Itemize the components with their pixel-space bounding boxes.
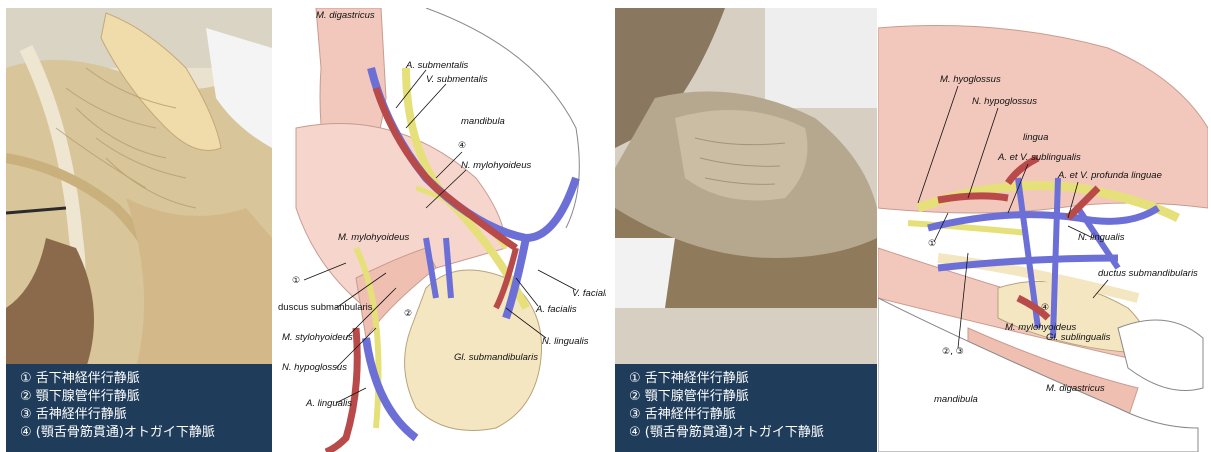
label-circle-23: ② — [404, 309, 412, 319]
label-n-mylohyoideus: N. mylohyoideus — [461, 160, 531, 171]
hyoid-bone — [1118, 320, 1203, 391]
label-mandibula: mandibula — [461, 116, 505, 127]
legend-item-4: ④ (顎舌骨筋貫通)オトガイ下静脈 — [629, 424, 877, 442]
left-legend: ① 舌下神経伴行静脈 ② 顎下腺管伴行静脈 ③ 舌神経伴行静脈 ④ (顎舌骨筋貫… — [6, 364, 272, 452]
label-gl-sublingualis: Gl. sublingualis — [1046, 332, 1111, 343]
label-m-hyoglossus: M. hyoglossus — [940, 74, 1001, 85]
label-n-hypoglossus: N. hypoglossus — [282, 362, 347, 373]
hypoglossal-nerve — [908, 223, 1028, 233]
label-gl-submandibularis: Gl. submandibularis — [454, 352, 538, 363]
legend-item-2: ② 顎下腺管伴行静脈 — [629, 388, 877, 406]
label-n-hypoglossus: N. hypoglossus — [972, 96, 1037, 107]
label-circle-4: ④ — [458, 141, 466, 151]
label-n-lingualis: N. lingualis — [542, 336, 589, 347]
label-v-facialis: V. facialis — [572, 288, 606, 299]
left-dissection-photo: ① 舌下神経伴行静脈 ② 顎下腺管伴行静脈 ③ 舌神経伴行静脈 ④ (顎舌骨筋貫… — [6, 8, 272, 452]
legend-item-3: ③ 舌神経伴行静脈 — [629, 406, 877, 424]
right-diagram-svg: M. hyoglossus N. hypoglossus lingua A. e… — [878, 8, 1208, 452]
label-duscus: duscus submanbularis — [278, 302, 373, 313]
label-m-stylohyoideus: M. stylohyoideus — [282, 332, 353, 343]
label-mandibula: mandibula — [934, 394, 978, 405]
left-diagram-svg: M. digastricus A. submentalis V. subment… — [276, 8, 606, 452]
label-a-facialis: A. facialis — [535, 304, 577, 315]
label-v-submentalis: V. submentalis — [426, 74, 488, 85]
label-m-digastricus: M. digastricus — [316, 10, 375, 21]
legend-item-2: ② 顎下腺管伴行静脈 — [20, 388, 272, 406]
right-legend: ① 舌下神経伴行静脈 ② 顎下腺管伴行静脈 ③ 舌神経伴行静脈 ④ (顎舌骨筋貫… — [615, 364, 877, 452]
legend-item-1: ① 舌下神経伴行静脈 — [20, 370, 272, 388]
legend-item-1: ① 舌下神経伴行静脈 — [629, 370, 877, 388]
label-lingua: lingua — [1023, 132, 1048, 143]
label-circle-23: ②, ③ — [942, 347, 964, 357]
label-a-lingualis: A. lingualis — [305, 398, 352, 409]
label-a-v-profunda: A. et V. profunda linguae — [1057, 170, 1162, 181]
legend-item-4: ④ (顎舌骨筋貫通)オトガイ下静脈 — [20, 424, 272, 442]
legend-item-3: ③ 舌神経伴行静脈 — [20, 406, 272, 424]
label-a-submentalis: A. submentalis — [405, 60, 469, 71]
lingual-artery — [326, 328, 357, 452]
label-n-lingualis: N. lingualis — [1078, 232, 1125, 243]
label-ductus: ductus submandibularis — [1098, 268, 1198, 279]
label-a-v-sublingualis: A. et V. sublingualis — [997, 152, 1081, 163]
sublingual-artery — [938, 196, 1008, 200]
right-anatomy-diagram: M. hyoglossus N. hypoglossus lingua A. e… — [878, 8, 1208, 452]
label-circle-1: ① — [292, 276, 300, 286]
label-m-digastricus: M. digastricus — [1046, 383, 1105, 394]
left-anatomy-diagram: M. digastricus A. submentalis V. subment… — [276, 8, 606, 452]
label-circle-4: ④ — [1041, 303, 1049, 313]
right-dissection-photo: ① 舌下神経伴行静脈 ② 顎下腺管伴行静脈 ③ 舌神経伴行静脈 ④ (顎舌骨筋貫… — [615, 8, 877, 452]
label-m-mylohyoideus: M. mylohyoideus — [338, 232, 410, 243]
